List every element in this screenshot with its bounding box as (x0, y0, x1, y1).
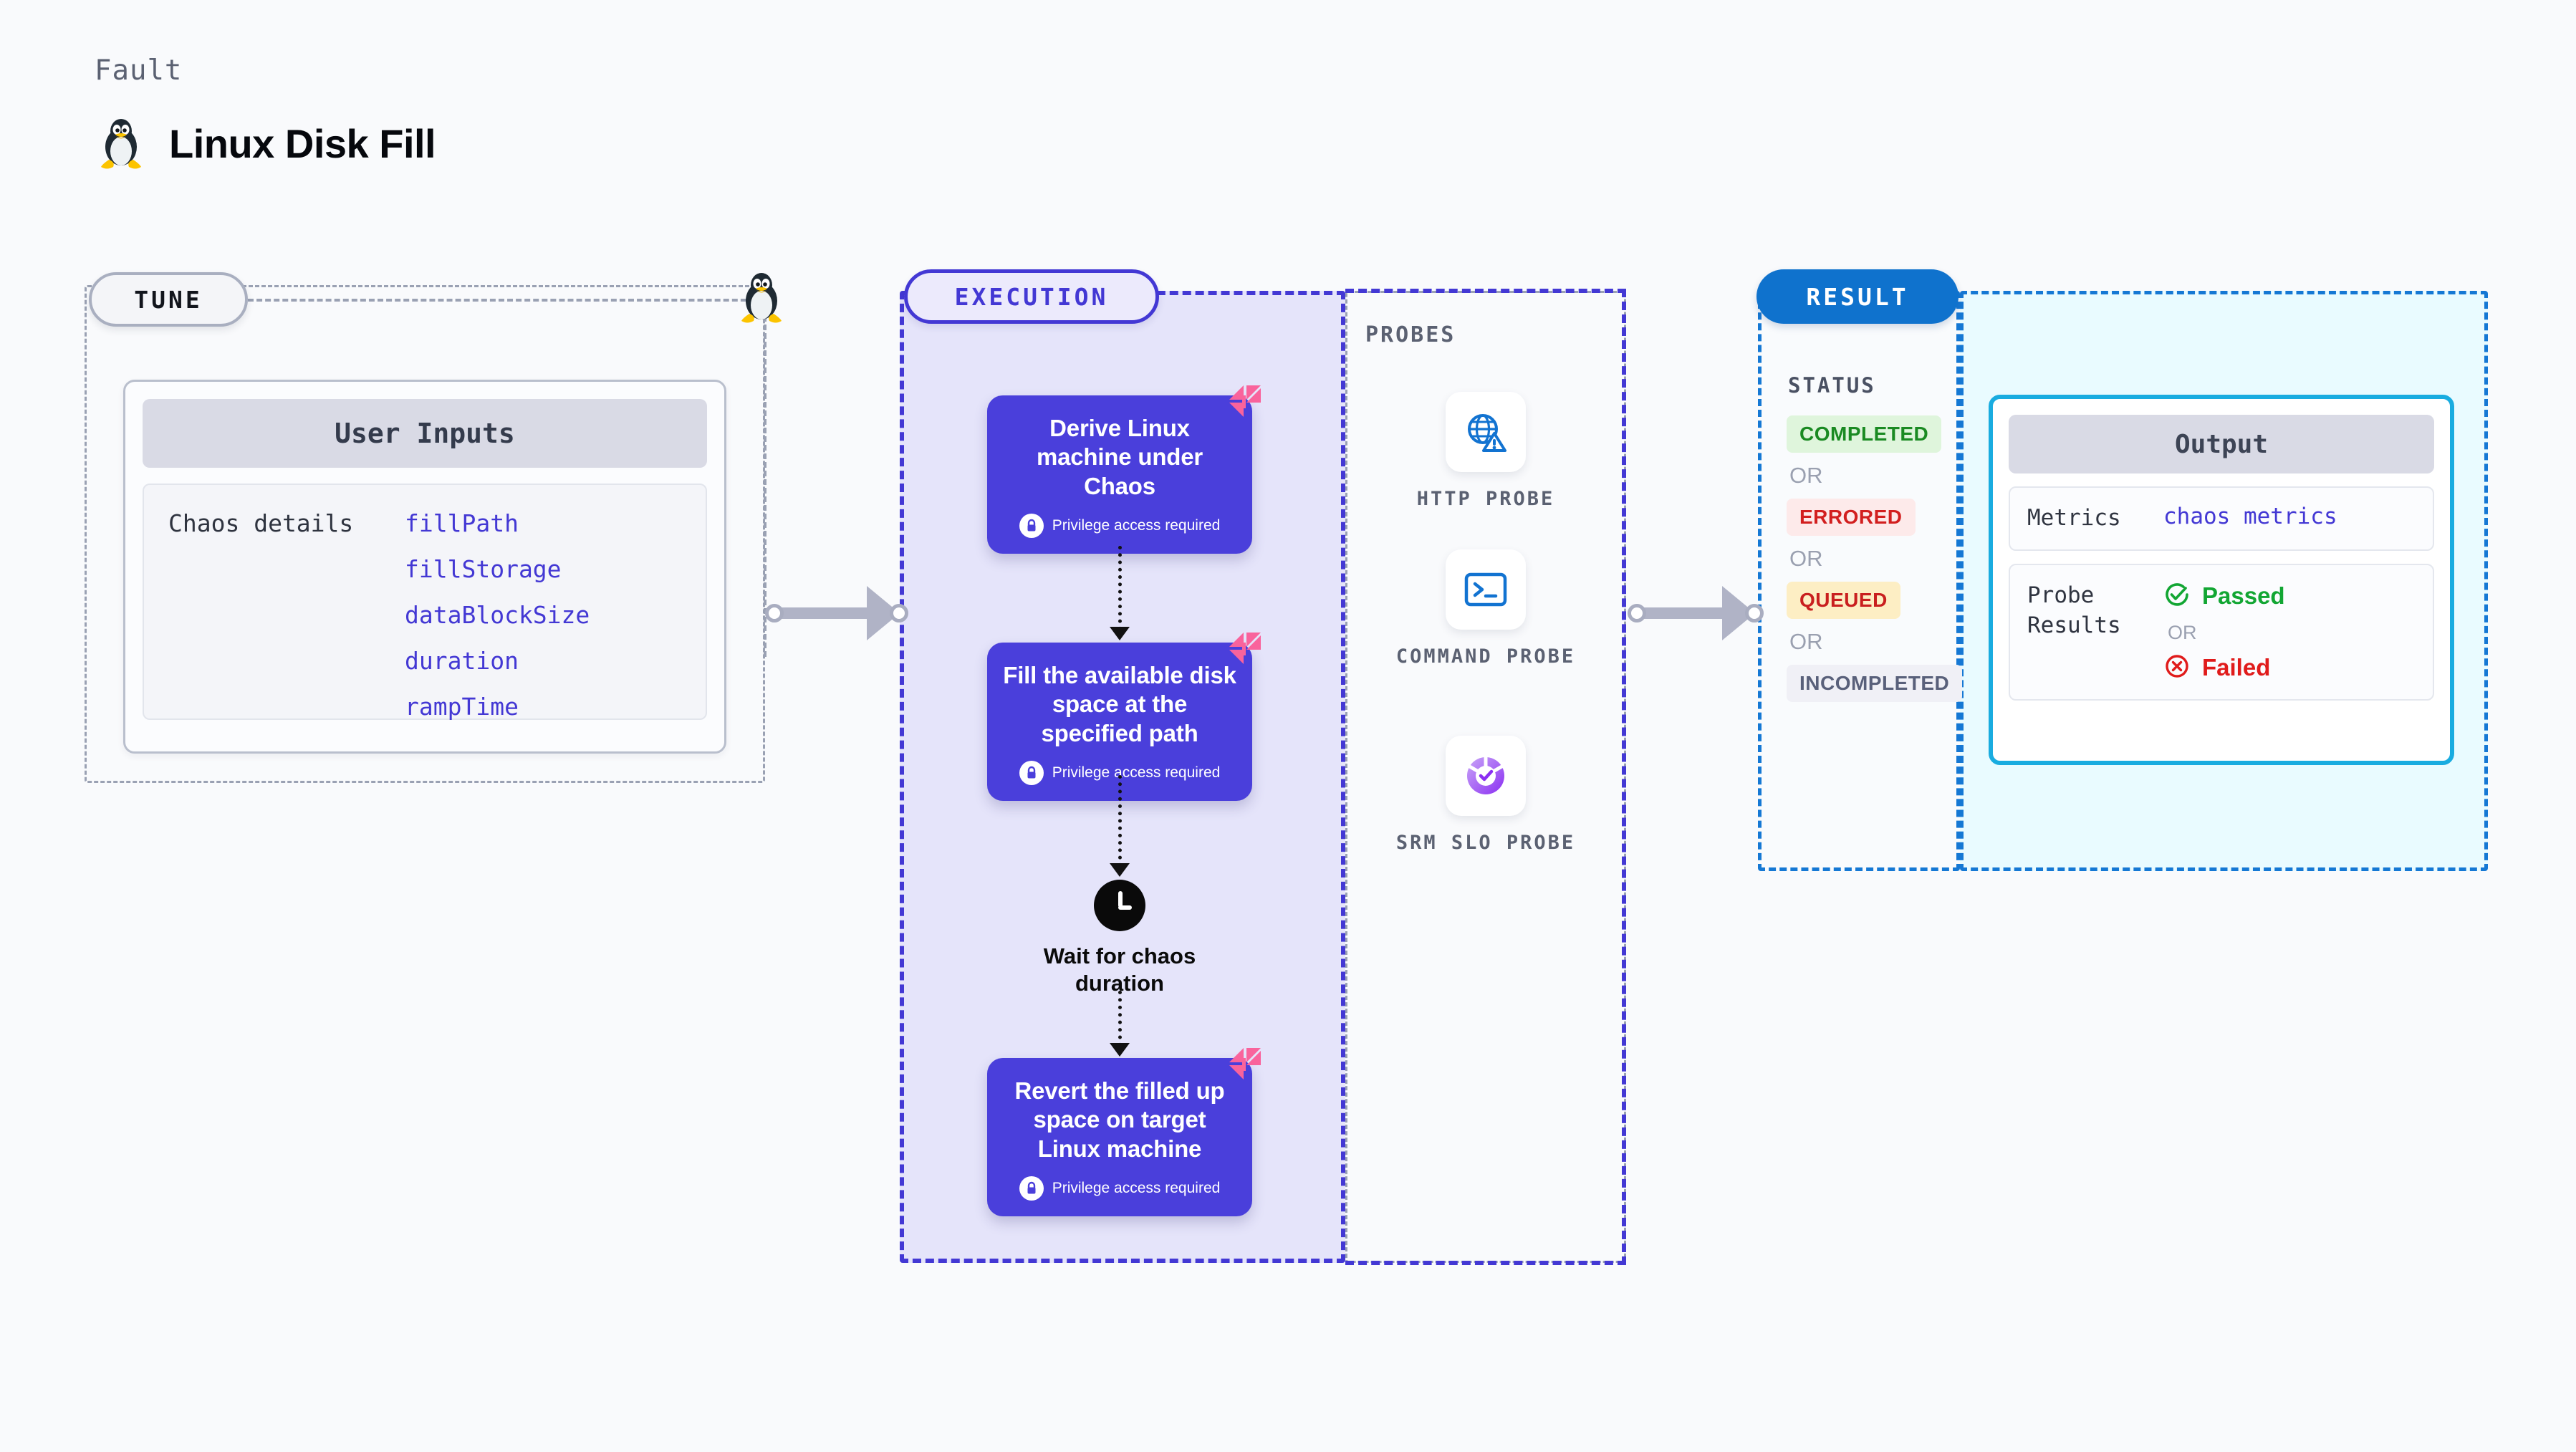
probe-label: COMMAND PROBE (1395, 645, 1576, 668)
failed-label: Failed (2202, 654, 2271, 681)
x-circle-icon (2163, 653, 2191, 683)
slo-donut-check-icon (1446, 736, 1526, 816)
output-card: Output Metrics chaos metrics Probe Resul… (1989, 395, 2454, 765)
input-item[interactable]: fillStorage (405, 555, 562, 583)
page-title-row: Linux Disk Fill (99, 117, 436, 170)
lock-icon (1019, 1175, 1044, 1201)
connector-tune-to-execution (765, 586, 908, 640)
wait-node-label: Wait for chaos duration (1043, 943, 1196, 996)
result-pill-label[interactable]: RESULT (1756, 269, 1959, 324)
connector-end-dot (1745, 604, 1764, 622)
tune-connector-horizontal (248, 299, 764, 302)
check-circle-icon (2163, 581, 2191, 612)
metrics-label: Metrics (2027, 505, 2121, 531)
metrics-value-link[interactable]: chaos metrics (2163, 504, 2337, 529)
privilege-row: Privilege access required (1019, 513, 1221, 538)
status-title: STATUS (1788, 373, 1876, 398)
execution-step-card[interactable]: Revert the filled up space on target Lin… (987, 1048, 1261, 1216)
tune-pill-label[interactable]: TUNE (89, 272, 248, 327)
probe-item-srm-slo[interactable]: SRM SLO PROBE (1393, 736, 1579, 856)
privilege-row: Privilege access required (1019, 760, 1221, 785)
input-item[interactable]: duration (405, 647, 519, 675)
or-separator: OR (1789, 629, 1823, 654)
probe-results-label: Probe Results (2027, 582, 2121, 638)
privilege-text: Privilege access required (1052, 1179, 1221, 1196)
probe-label: SRM SLO PROBE (1395, 832, 1576, 854)
connector-start-dot (765, 604, 784, 622)
flow-arrow (1110, 991, 1130, 1057)
linux-penguin-icon (99, 117, 143, 170)
execution-step-title: Revert the filled up space on target Lin… (1014, 1077, 1225, 1162)
connector-start-dot (1628, 604, 1646, 622)
chaos-details-input-list: fillPath fillStorage dataBlockSize durat… (405, 509, 590, 721)
probe-result-passed: Passed (2163, 581, 2285, 612)
status-badge-errored: ERRORED (1787, 499, 1916, 536)
flow-arrow (1110, 775, 1130, 877)
probe-label: HTTP PROBE (1416, 488, 1555, 510)
execution-step-title: Derive Linux machine under Chaos (1036, 415, 1203, 499)
input-item[interactable]: dataBlockSize (405, 601, 590, 629)
or-separator: OR (2168, 621, 2197, 643)
connector-shaft (779, 607, 875, 619)
execution-step-card[interactable]: Derive Linux machine under Chaos Privile… (987, 385, 1261, 554)
globe-warning-icon (1446, 392, 1526, 472)
execution-step-card[interactable]: Fill the available disk space at the spe… (987, 633, 1261, 801)
or-separator: OR (1789, 546, 1823, 571)
probe-result-failed: Failed (2163, 653, 2285, 683)
user-inputs-card-body: Chaos details fillPath fillStorage dataB… (143, 484, 707, 721)
page-eyebrow: Fault (95, 54, 183, 87)
output-metrics-row: Metrics chaos metrics (2009, 486, 2434, 551)
chaos-ribbon-icon (1225, 381, 1265, 425)
chaos-ribbon-icon (1225, 1044, 1265, 1087)
tune-connector-vertical (764, 299, 766, 657)
output-probe-results-row: Probe Results Passed OR (2009, 563, 2434, 701)
status-badge-list: COMPLETED OR ERRORED OR QUEUED OR INCOMP… (1787, 415, 1963, 702)
lock-icon (1019, 760, 1044, 785)
wait-node: Wait for chaos duration (1037, 880, 1202, 998)
connector-end-dot (890, 604, 908, 622)
execution-step-title: Fill the available disk space at the spe… (1003, 662, 1236, 746)
flow-arrow (1110, 546, 1130, 640)
terminal-icon (1446, 549, 1526, 630)
status-badge-queued: QUEUED (1787, 582, 1900, 619)
chaos-ribbon-icon (1225, 628, 1265, 672)
privilege-text: Privilege access required (1052, 516, 1221, 534)
input-item[interactable]: fillPath (405, 509, 519, 537)
passed-label: Passed (2202, 582, 2285, 610)
output-card-title: Output (2009, 415, 2434, 473)
status-badge-completed: COMPLETED (1787, 415, 1942, 453)
page-title: Linux Disk Fill (169, 120, 436, 166)
privilege-text: Privilege access required (1052, 764, 1221, 781)
chaos-details-label: Chaos details (168, 509, 354, 537)
probe-item-command[interactable]: COMMAND PROBE (1393, 549, 1579, 670)
or-separator: OR (1789, 463, 1823, 488)
input-item[interactable]: rampTime (405, 693, 519, 721)
lock-icon (1019, 513, 1044, 538)
probes-title: PROBES (1365, 322, 1456, 347)
connector-shaft (1642, 607, 1731, 619)
user-inputs-card-title: User Inputs (143, 399, 707, 468)
probe-results-values: Passed OR Failed (2163, 581, 2285, 683)
probe-item-http[interactable]: HTTP PROBE (1393, 392, 1579, 512)
connector-execution-to-result (1628, 586, 1764, 640)
status-badge-incompleted: INCOMPLETED (1787, 665, 1963, 702)
clock-icon (1094, 880, 1145, 931)
user-inputs-card: User Inputs Chaos details fillPath fillS… (123, 380, 726, 754)
privilege-row: Privilege access required (1019, 1175, 1221, 1201)
linux-penguin-marker-icon (739, 271, 784, 327)
execution-pill-label[interactable]: EXECUTION (904, 269, 1159, 324)
